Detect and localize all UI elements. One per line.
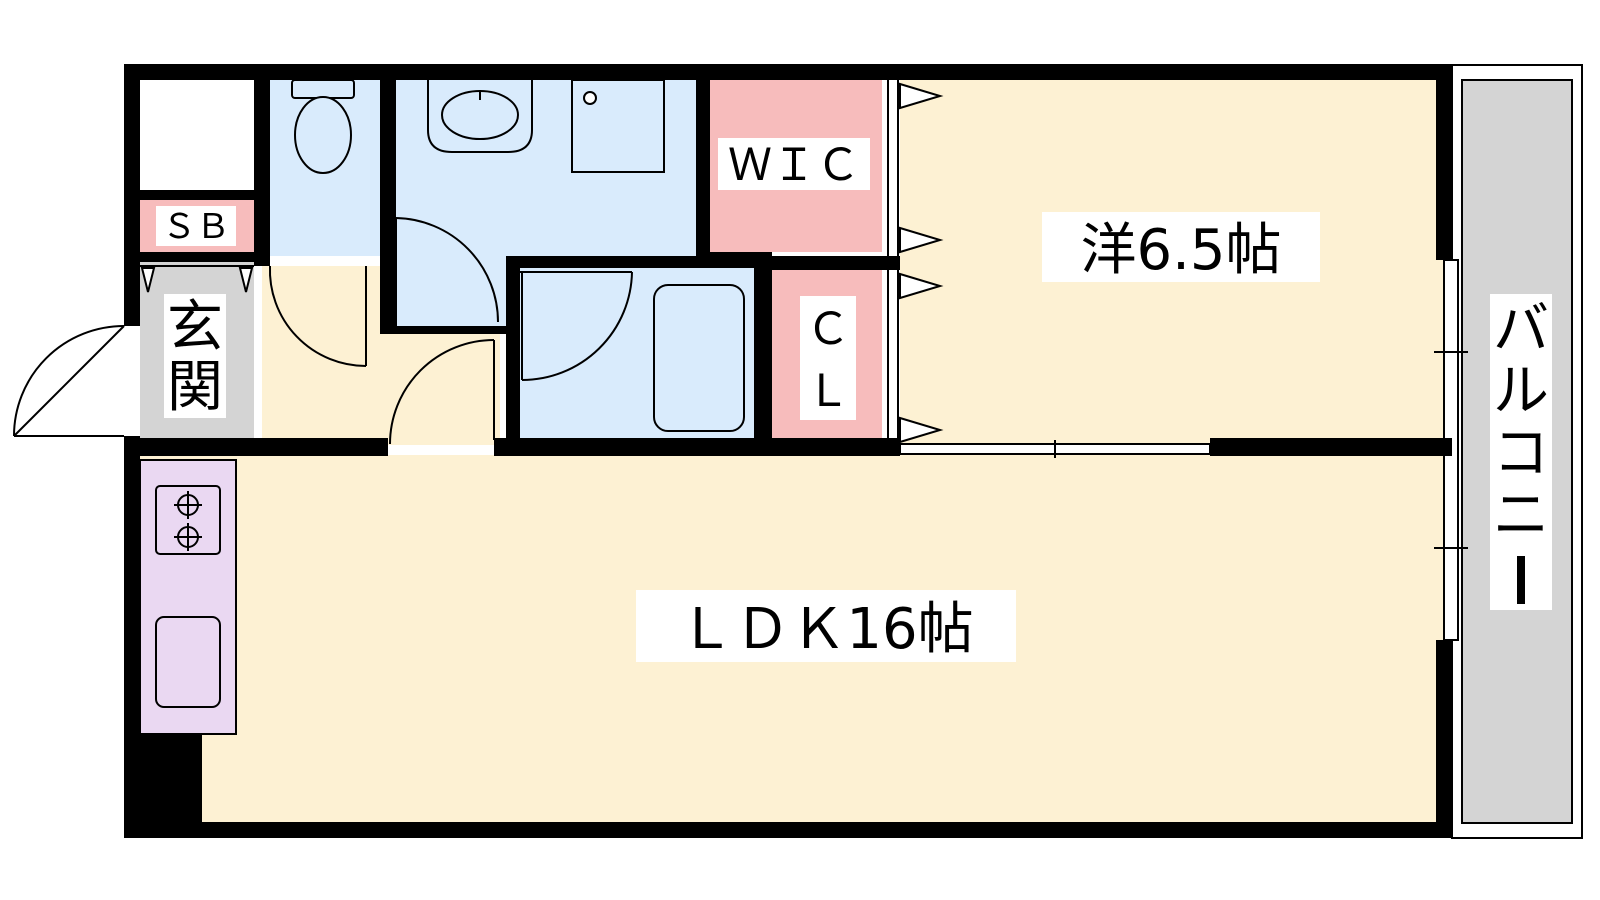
- label-shoe-box: ＳＢ: [156, 206, 236, 247]
- balcony-label-char: ニ: [1493, 483, 1549, 548]
- stove-burner-icon: [155, 485, 221, 555]
- balcony-label-char: ル: [1493, 359, 1549, 424]
- label-wic: ＷＩＣ: [718, 138, 870, 191]
- closet-label-bottom: Ｌ: [806, 366, 850, 417]
- bathtub: [653, 284, 745, 432]
- balcony-label-char: バ: [1493, 297, 1549, 362]
- kitchen-sink: [155, 616, 221, 708]
- balcony-label-dash: [1517, 556, 1525, 604]
- balcony: [1451, 64, 1583, 839]
- entrance-label-bottom: 関: [167, 355, 223, 420]
- entrance-label-top: 玄: [167, 295, 223, 360]
- shoe-box-label: ＳＢ: [162, 207, 230, 247]
- walls: [124, 64, 1452, 838]
- label-closet: Ｃ Ｌ: [800, 296, 856, 420]
- ldk-label: ＬＤＫ16帖: [678, 597, 973, 662]
- storage-box: [140, 80, 254, 190]
- western-room-label: 洋6.5帖: [1080, 218, 1281, 283]
- label-balcony: バ ル コ ニ: [1490, 294, 1552, 610]
- toilet-fixture: [291, 79, 355, 174]
- label-western-room: 洋6.5帖: [1042, 212, 1320, 283]
- sink-fixture: [427, 80, 533, 153]
- washer-space: [571, 79, 665, 173]
- closet-label-top: Ｃ: [806, 304, 850, 355]
- washroom-lower-floor: [396, 256, 506, 326]
- wic-label: ＷＩＣ: [728, 140, 860, 191]
- label-ldk: ＬＤＫ16帖: [636, 590, 1016, 662]
- label-entrance: 玄 関: [164, 294, 226, 420]
- balcony-label-char: コ: [1493, 421, 1549, 486]
- shoe-box-door-markers: [140, 265, 254, 293]
